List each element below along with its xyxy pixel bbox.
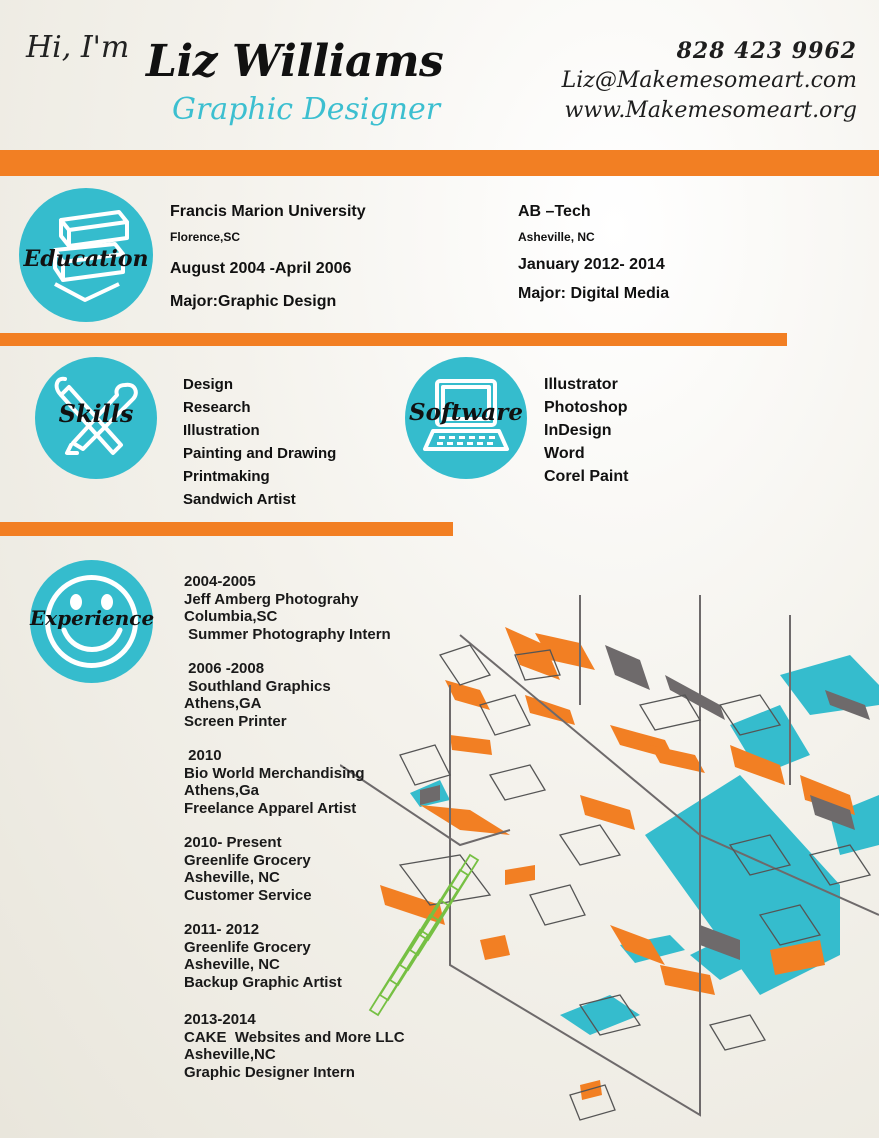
phone-number: 828 423 9962 — [676, 38, 857, 64]
divider-bar-education — [0, 333, 787, 346]
school-1-major: Major:Graphic Design — [170, 293, 337, 310]
job-title: Backup Graphic Artist — [184, 973, 342, 991]
experience-item: 2004-2005 Jeff Amberg Photograhy Columbi… — [184, 573, 405, 643]
job-dates: 2013-2014 — [184, 1011, 256, 1028]
job-company: Southland Graphics — [184, 677, 331, 695]
website-link[interactable]: www.Makemesomeart.org — [564, 98, 857, 123]
role-subtitle: Graphic Designer — [172, 92, 441, 127]
job-title: Screen Printer — [184, 712, 287, 730]
experience-item: 2010 Bio World Merchandising Athens,Ga F… — [184, 747, 405, 817]
job-location: Asheville,NC — [184, 1046, 276, 1063]
job-company: Jeff Amberg Photograhy — [184, 590, 359, 608]
job-location: Athens,Ga — [184, 782, 260, 799]
books-icon — [53, 210, 129, 302]
divider-bar-skills — [0, 522, 453, 536]
job-dates: 2006 -2008 — [184, 660, 265, 677]
job-company: Greenlife Grocery — [184, 851, 311, 869]
computer-icon — [423, 379, 509, 451]
job-location: Athens,GA — [184, 695, 262, 712]
skill-item: Painting and Drawing — [183, 445, 337, 462]
education-badge: Education — [19, 188, 153, 322]
school-1-name: Francis Marion University — [170, 203, 366, 220]
skills-list: Design Research Illustration Painting an… — [183, 373, 336, 511]
school-2-location: Asheville, NC — [518, 230, 595, 244]
skill-item: Design — [183, 376, 234, 393]
skills-badge: Skills — [35, 357, 157, 479]
job-company: CAKE Websites and More LLC — [184, 1028, 405, 1046]
education-label: Education — [23, 246, 149, 272]
experience-badge: Experience — [30, 560, 155, 683]
job-location: Asheville, NC — [184, 956, 280, 973]
experience-item: 2013-2014 CAKE Websites and More LLC Ash… — [184, 1011, 405, 1081]
school-1-dates: August 2004 -April 2006 — [170, 260, 352, 277]
job-location: Columbia,SC — [184, 608, 278, 625]
software-list: Illustrator Photoshop InDesign Word Core… — [544, 373, 628, 488]
skill-item: Research — [183, 399, 251, 416]
experience-item: 2006 -2008 Southland Graphics Athens,GA … — [184, 660, 405, 730]
job-title: Customer Service — [184, 886, 312, 904]
tools-icon — [54, 376, 138, 455]
school-2-name: AB –Tech — [518, 203, 591, 220]
software-label: Software — [409, 399, 523, 426]
job-title: Freelance Apparel Artist — [184, 799, 357, 817]
divider-bar-top — [0, 150, 879, 176]
skill-item: Sandwich Artist — [183, 491, 296, 508]
school-1-location: Florence,SC — [170, 230, 241, 244]
job-dates: 2010 — [184, 747, 222, 764]
software-item: Photoshop — [544, 399, 628, 416]
job-title: Summer Photography Intern — [184, 625, 391, 643]
smiley-icon — [45, 575, 138, 668]
experience-list: 2004-2005 Jeff Amberg Photograhy Columbi… — [184, 573, 405, 1098]
job-company: Greenlife Grocery — [184, 938, 311, 956]
experience-item: 2010- Present Greenlife Grocery Ashevill… — [184, 834, 405, 904]
skill-item: Printmaking — [183, 468, 270, 485]
school-2-dates: January 2012- 2014 — [518, 256, 665, 273]
job-title: Graphic Designer Intern — [184, 1063, 355, 1081]
school-2: AB –Tech Asheville, NC January 2012- 201… — [518, 203, 669, 303]
job-company: Bio World Merchandising — [184, 764, 365, 782]
decorative-isometric-art — [340, 595, 879, 1121]
experience-label: Experience — [30, 606, 155, 630]
software-item: Word — [544, 445, 585, 462]
job-dates: 2010- Present — [184, 834, 282, 851]
job-location: Asheville, NC — [184, 869, 280, 886]
software-item: Corel Paint — [544, 468, 629, 485]
name-heading: Liz Williams — [146, 36, 444, 87]
job-dates: 2011- 2012 — [184, 921, 260, 938]
email-link[interactable]: Liz@Makemesomeart.com — [561, 68, 857, 93]
experience-item: 2011- 2012 Greenlife Grocery Asheville, … — [184, 921, 405, 991]
software-item: InDesign — [544, 422, 612, 439]
greeting: Hi, I'm — [26, 30, 130, 65]
software-badge: Software — [405, 357, 527, 479]
school-2-major: Major: Digital Media — [518, 285, 670, 302]
contact-block: 828 423 9962 Liz@Makemesomeart.com www.M… — [562, 36, 857, 126]
job-dates: 2004-2005 — [184, 573, 256, 590]
software-item: Illustrator — [544, 376, 618, 393]
school-1: Francis Marion University Florence,SC Au… — [170, 203, 366, 311]
skill-item: Illustration — [183, 422, 260, 439]
skills-label: Skills — [58, 399, 134, 428]
